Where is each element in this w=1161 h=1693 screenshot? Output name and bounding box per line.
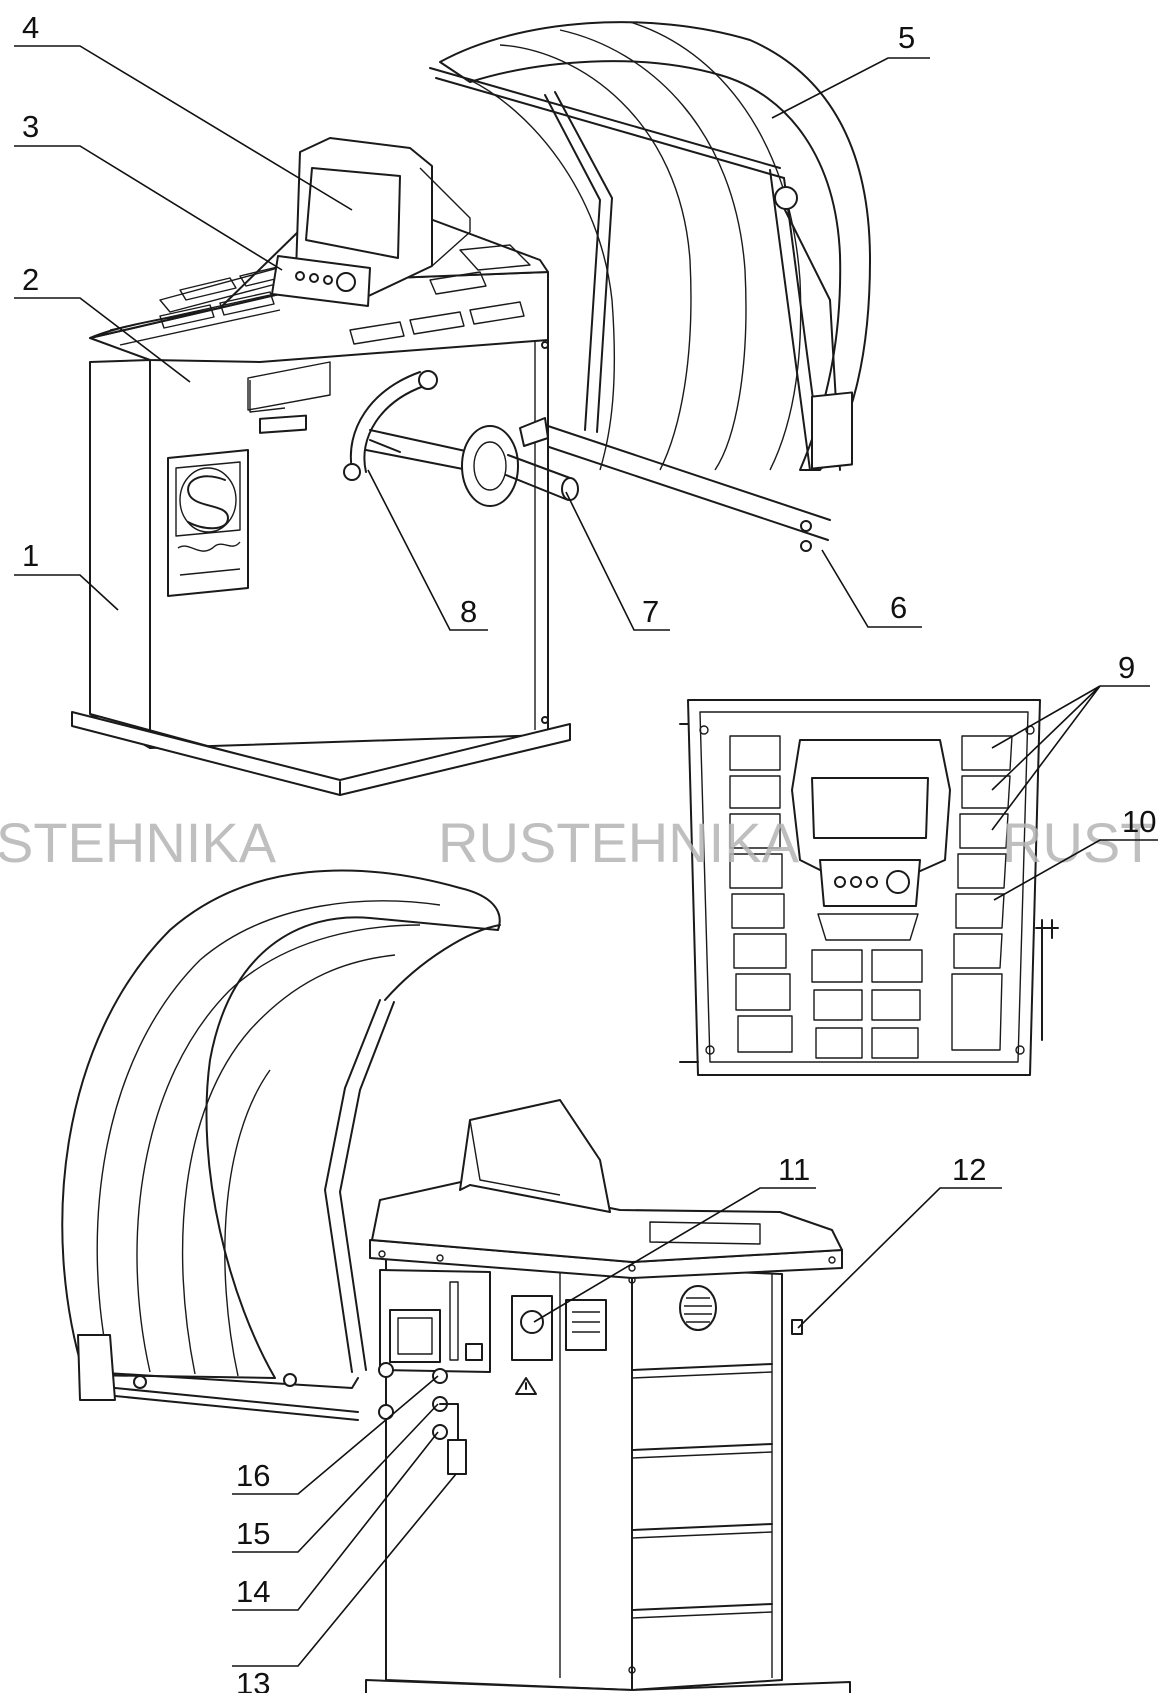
callout-number-12: 12 [952,1152,986,1187]
leader-line-10 [993,839,1158,901]
leader-line-3 [14,145,283,271]
rear-wheel-guard-hood [61,869,501,1421]
logo-plate [167,414,307,597]
callout-number-4: 4 [22,10,39,45]
leader-line-15 [232,1403,439,1553]
callout-number-1: 1 [22,538,39,573]
watermark-left: STEHNIKA [0,811,277,874]
callout-number-3: 3 [22,109,39,144]
leader-line-13 [232,1473,457,1667]
warning-triangle-icon [515,1377,537,1395]
leader-line-11 [533,1187,816,1323]
callout-number-8: 8 [460,594,477,629]
watermark-right: RUST [1002,811,1154,874]
cabinet-body [71,339,571,796]
balancer-shaft [365,417,579,507]
wheel-guard-hood [429,21,871,552]
leader-line-2 [14,297,191,383]
rear-top-console [369,1099,843,1279]
front-view-figure [71,21,871,796]
top-panel-figure [679,699,1059,1076]
leader-line-4 [14,45,353,211]
leader-line-8 [367,469,488,631]
callout-number-7: 7 [642,594,659,629]
callout-number-16: 16 [236,1458,270,1493]
callout-number-13: 13 [236,1666,270,1693]
leader-line-7 [565,491,670,631]
leader-line-14 [232,1431,439,1611]
leader-line-9b [991,685,1101,791]
ventilation-grille-icon [679,1285,717,1331]
leader-line-1 [14,574,119,611]
leader-line-5 [771,57,930,119]
callout-number-9: 9 [1118,650,1135,685]
callout-number-2: 2 [22,262,39,297]
callout-number-10: 10 [1122,804,1156,839]
gauge-arm [343,370,438,481]
rear-cabinet [365,1249,851,1693]
leader-line-16 [232,1375,439,1495]
leader-line-9a [991,685,1101,749]
callout-number-5: 5 [898,20,915,55]
callout-number-6: 6 [890,590,907,625]
logo-s-icon [179,467,237,533]
leader-line-9c [991,685,1101,831]
rear-view-figure [61,869,851,1693]
callout-number-11: 11 [778,1152,810,1187]
watermark-center: RUSTEHNIKA [438,811,800,874]
display-pod [271,137,471,307]
callout-number-15: 15 [236,1516,270,1551]
leader-line-6 [821,549,922,628]
leader-line-12 [797,1187,1002,1329]
callout-number-14: 14 [236,1574,270,1609]
